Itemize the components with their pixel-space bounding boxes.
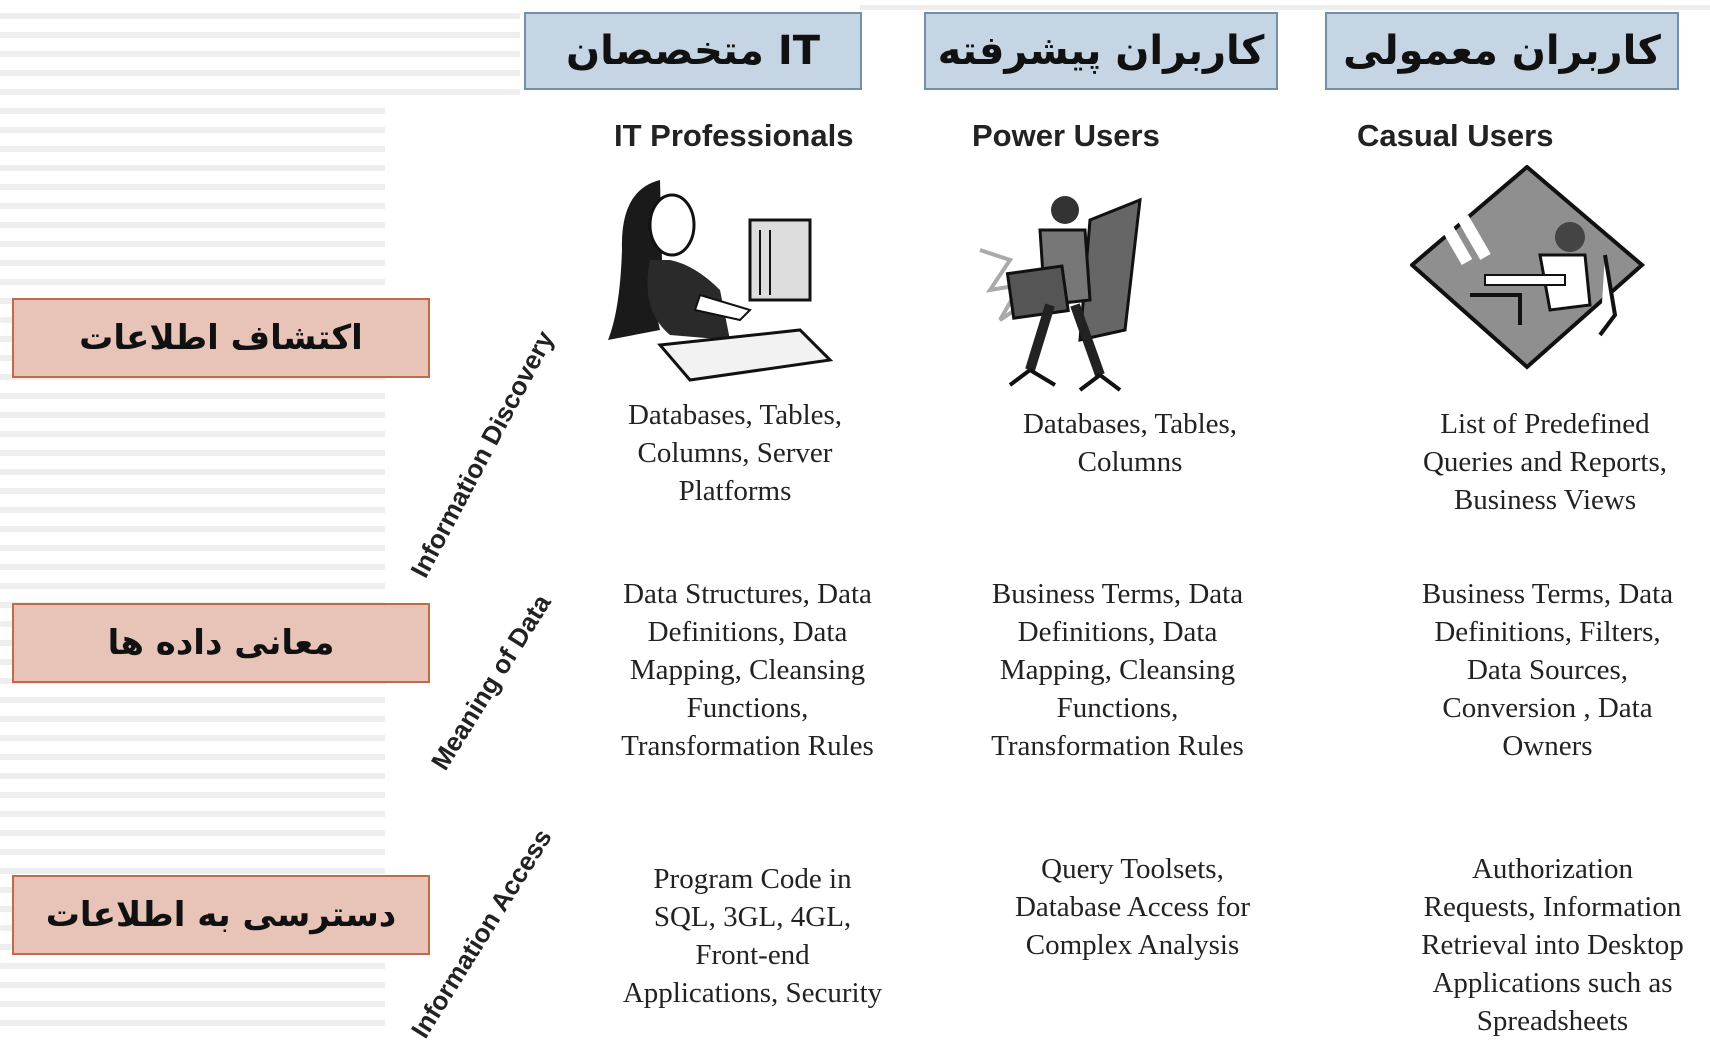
cell-it-information-discovery: Databases, Tables, Columns, Server Platf… xyxy=(627,399,843,507)
row-label-information-access: دسترسی به اطلاعات xyxy=(12,875,430,955)
cell-casual-information-discovery: List of Predefined Queries and Reports, … xyxy=(1422,408,1668,516)
cell-power-information-access: Query Toolsets, Database Access for Comp… xyxy=(1014,853,1251,961)
background-stripes-top-right xyxy=(860,0,1710,12)
cell-power-meaning-of-data: Business Terms, Data Definitions, Data M… xyxy=(991,578,1244,762)
column-header-casual-users: کاربران معمولی xyxy=(1325,12,1679,90)
cell-casual-meaning-of-data: Business Terms, Data Definitions, Filter… xyxy=(1421,578,1674,762)
casual-user-illustration xyxy=(1410,165,1645,370)
column-header-it-professionals: متخصصان IT xyxy=(524,12,862,90)
column-header-power-users: کاربران پیشرفته xyxy=(924,12,1278,90)
cell-it-meaning-of-data: Data Structures, Data Definitions, Data … xyxy=(621,578,874,762)
row-label-information-discovery: اکتشاف اطلاعات xyxy=(12,298,430,378)
background-stripes-top xyxy=(0,0,520,95)
row-title-meaning-of-data: Meaning of Data xyxy=(424,589,557,776)
column-title-power-users: Power Users xyxy=(972,118,1160,153)
it-professional-illustration xyxy=(608,180,834,382)
column-title-casual-users: Casual Users xyxy=(1357,118,1554,153)
cell-it-information-access: Program Code in SQL, 3GL, 4GL, Front-end… xyxy=(622,863,883,1009)
column-title-it-professionals: IT Professionals xyxy=(614,118,854,153)
cell-casual-information-access: Authorization Requests, Information Retr… xyxy=(1421,853,1684,1037)
row-label-meaning-of-data: معانی داده ها xyxy=(12,603,430,683)
power-user-illustration xyxy=(979,196,1142,392)
cell-power-information-discovery: Databases, Tables, Columns xyxy=(1022,408,1238,478)
